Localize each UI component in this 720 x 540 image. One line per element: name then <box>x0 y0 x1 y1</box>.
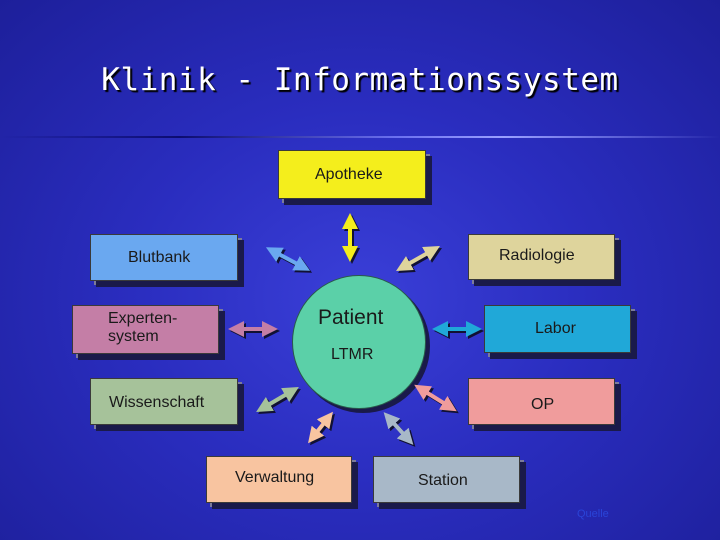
box-radiologie: Radiologie <box>468 234 615 280</box>
ltmr-label: LTMR <box>331 346 374 363</box>
arrow-shadow-radiologie <box>398 248 442 273</box>
arrow-verwaltung <box>308 411 333 444</box>
box-radiologie-label: Radiologie <box>499 247 575 264</box>
box-blutbank-label: Blutbank <box>128 249 191 266</box>
box-op: OP <box>468 378 615 425</box>
box-verwaltung: Verwaltung <box>206 456 352 503</box>
box-op-label: OP <box>531 396 555 413</box>
box-verwaltung-label: Verwaltung <box>235 469 315 486</box>
patient-label: Patient <box>318 306 384 329</box>
title-divider <box>0 136 720 138</box>
box-blutbank: Blutbank <box>90 234 238 281</box>
patient-circle <box>292 275 426 409</box>
box-apotheke: Apotheke <box>278 150 426 199</box>
arrow-wissenschaft <box>256 386 299 413</box>
arrow-blutbank <box>265 247 311 271</box>
box-expertensystem-label: Experten- system <box>108 310 178 345</box>
box-station-label: Station <box>418 472 468 489</box>
box-wissenschaft-label: Wissenschaft <box>109 394 205 411</box>
arrow-station <box>383 412 414 445</box>
box-apotheke-label: Apotheke <box>315 166 383 183</box>
box-expertensystem: Experten- system <box>72 305 219 354</box>
source-label: Quelle <box>577 508 609 520</box>
slide-title: Klinik - Informationssystem <box>101 62 619 98</box>
box-wissenschaft: Wissenschaft <box>90 378 238 425</box>
arrow-shadow-wissenschaft <box>258 388 301 415</box>
box-labor: Labor <box>484 305 631 353</box>
box-station: Station <box>373 456 520 503</box>
box-labor-label: Labor <box>535 320 576 337</box>
arrow-op <box>414 384 457 412</box>
arrow-radiologie <box>396 246 440 271</box>
